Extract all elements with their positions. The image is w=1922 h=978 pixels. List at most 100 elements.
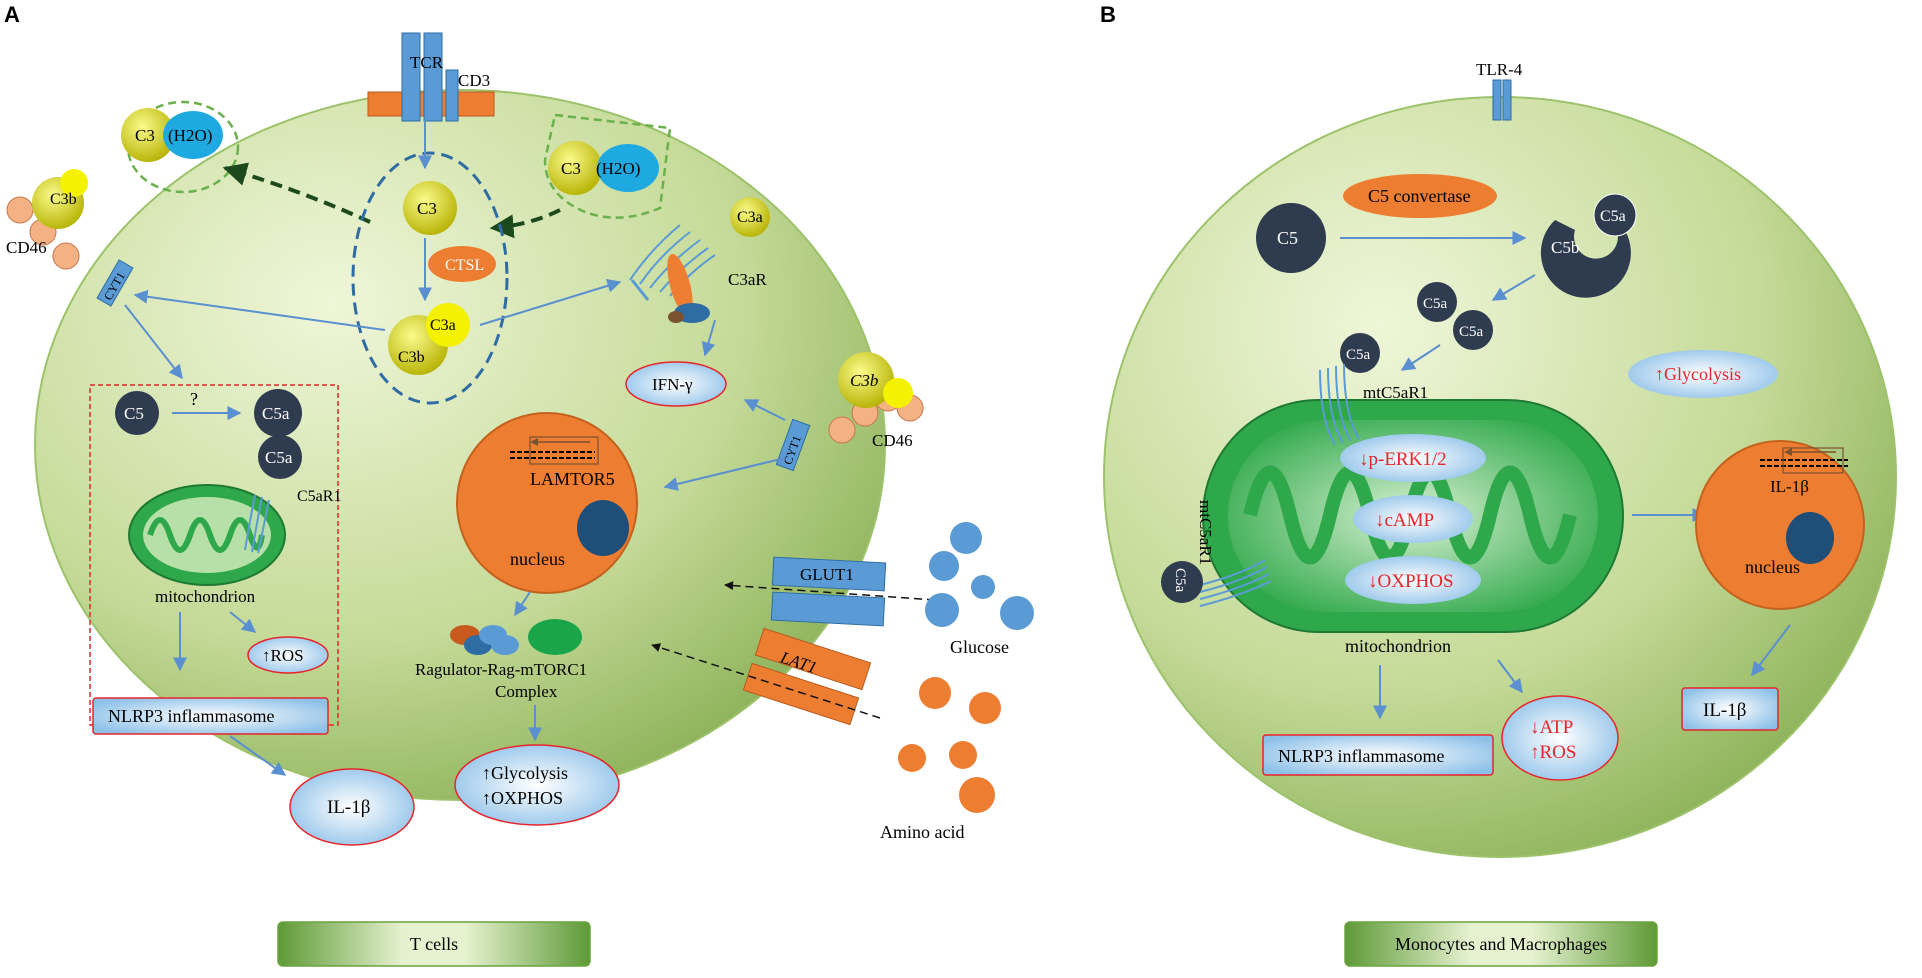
glycolysis-b-label: ↑Glycolysis [1655,364,1741,384]
arrow-cyt1-to-ifng [743,399,786,421]
question-label: ? [190,389,198,409]
c3-molecule-left [121,108,175,162]
cd46-right-label: CD46 [872,431,913,450]
ctsl-label: CTSL [445,257,484,274]
mitochondrion-a-label: mitochondrion [155,587,256,606]
panel-b-letter: B [1100,2,1116,27]
arrow-c3ar-to-ifng [701,319,716,357]
perk-pill [1340,434,1486,482]
arrow-mito-to-ros-a [229,611,257,633]
tcr-cd3-receptor [367,32,495,122]
nucleolus-b [1786,512,1834,564]
c3ar-receptor [629,224,716,323]
c5a-b4-label: C5a [1172,568,1188,593]
c5-b-label: C5 [1277,228,1298,248]
glucose-label: Glucose [950,637,1009,657]
oxphos-b-label: ↓OXPHOS [1368,571,1454,592]
c5a-molecule-a1 [254,389,302,437]
il1b-a-label: IL-1β [327,797,370,818]
nucleus-b-label: nucleus [1745,557,1800,577]
c5b-label: C5b [1551,238,1579,257]
panel-a-letter: A [4,2,20,27]
oxphos-pill-b [1345,556,1481,604]
il1b-pill-a [289,768,415,846]
c3-left-label: C3 [135,126,155,145]
c5a-molecule-b3 [1340,333,1380,373]
cd3-label: CD3 [458,71,490,90]
il1b-box-b [1681,687,1779,731]
h2o-molecule-right [597,144,659,192]
c5b-molecule [1540,210,1631,298]
nucleolus-a [577,500,629,556]
ctsl-enzyme [428,246,496,282]
perk-label: ↓p-ERK1/2 [1359,449,1447,470]
atp-ros-pill [1501,695,1619,781]
c5-a-label: C5 [124,404,144,423]
c5ar1-label: C5aR1 [297,488,341,505]
c3b-left [32,169,88,229]
c5a-a1-label: C5a [262,404,290,423]
c5a-a2-label: C5a [265,448,293,467]
c3-molecule-center [403,181,457,235]
c3b-right [838,352,913,408]
il1b-gene-label: IL-1β [1770,477,1809,496]
cd46-receptor-left [6,196,80,270]
glycolysis-a-label: ↑Glycolysis [482,763,568,783]
glut1-label: GLUT1 [800,565,854,584]
nucleus-b [1695,440,1865,610]
ros-b-label: ↑ROS [1530,742,1576,763]
c3h2o-right-enclosure [543,113,672,219]
arrow-cyt1-to-c5 [124,304,183,380]
ifng-pill [625,361,727,407]
c5a-molecule-b-top [1593,193,1637,237]
c5a-molecule-b2 [1453,310,1493,350]
glycolysis-pill-b [1628,350,1778,398]
h2o-left-label: (H2O) [168,126,212,145]
camp-pill [1353,495,1473,543]
arrow-c5a-to-mtc5ar1 [1400,344,1441,371]
arrow-c5b-to-c5a [1491,274,1536,301]
c5a-molecule-a2 [258,435,302,479]
c3b-c3a-complex [388,303,470,375]
il1b-b-label: IL-1β [1703,700,1746,721]
c5-convertase-pill [1343,174,1497,218]
c5a-b1-label: C5a [1423,296,1448,312]
c3-center-label: C3 [417,199,437,218]
nlrp3-box-b [1262,734,1494,776]
arrow-to-c3h2o-left [222,162,371,224]
c3-molecule-right [548,141,602,195]
cd46-left-label: CD46 [6,238,47,257]
amino-acid-label: Amino acid [880,822,964,842]
h2o-right-label: (H2O) [596,159,640,178]
c5a-b2-label: C5a [1459,324,1484,340]
lamtor5-label: LAMTOR5 [530,469,615,489]
arrow-glucose-in [724,581,936,601]
c3-right-label: C3 [561,159,581,178]
tlr4-receptor [1492,79,1512,121]
ros-pill-a [247,636,329,674]
ifng-label: IFN-γ [652,375,693,394]
nlrp3-box-a [92,697,329,735]
nlrp3-b-label: NLRP3 inflammasome [1278,746,1444,766]
t-cells-label-box [277,921,591,967]
arrow-complex-to-c3ar [479,279,622,326]
ros-a-label: ↑ROS [262,646,304,665]
arrow-nlrp3-to-il1b-a [229,735,287,776]
arrow-complex-to-cyt1 [133,289,386,331]
mtc5ar1-top-receptor [1319,363,1360,446]
mitochondrion-b-label: mitochondrion [1345,636,1451,656]
metabolism-pill-a [454,744,620,826]
c5-molecule-a [115,391,159,435]
h2o-molecule-left [163,111,223,159]
amino-acid-molecules [898,677,1001,813]
macrophage-label: Monocytes and Macrophages [1395,934,1607,954]
c5a-molecule-b1 [1417,282,1457,322]
t-cells-label: T cells [410,934,458,954]
complex-label-line2: Complex [495,682,558,701]
c3-processing-enclosure [351,151,509,405]
c5-convertase-label: C5 convertase [1368,186,1470,206]
c3b-center-label: C3b [398,349,425,366]
mitochondrion-a [128,484,286,586]
c5a-b3-label: C5a [1346,347,1371,363]
glucose-molecules [925,522,1034,630]
